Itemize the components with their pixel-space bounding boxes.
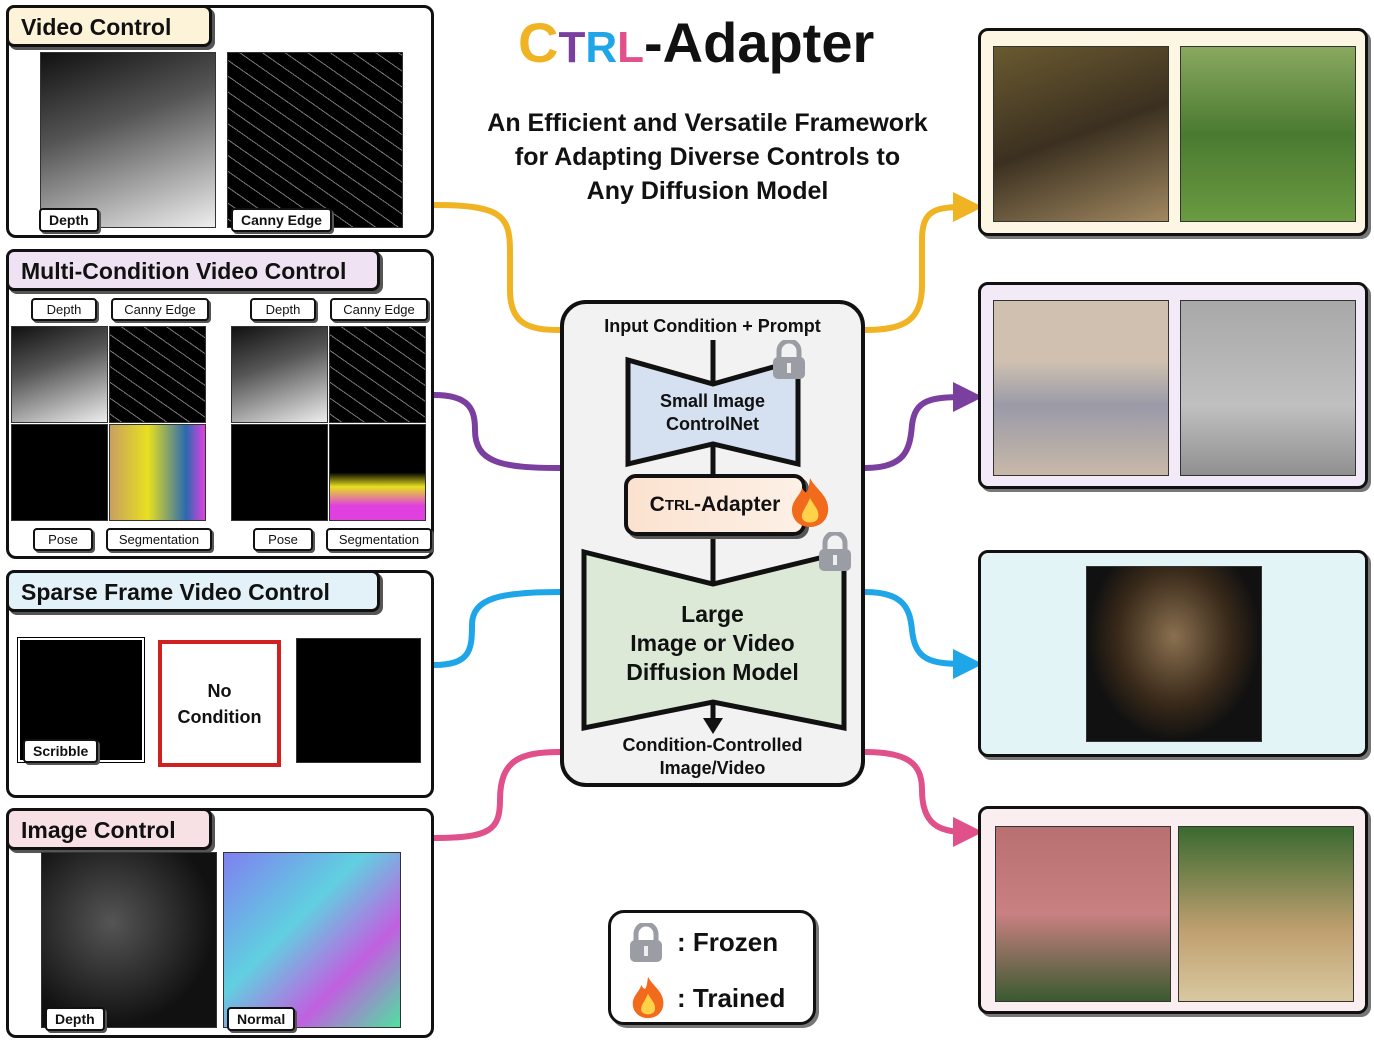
controlnet-label: Small Image ControlNet — [564, 390, 861, 436]
normal-map-image — [223, 852, 401, 1028]
adapter-trl: TRL — [664, 496, 694, 514]
diffusion-text: Large — [681, 601, 744, 627]
legend: : Frozen : Trained — [608, 910, 816, 1025]
panel-header: Multi-Condition Video Control — [6, 249, 380, 291]
canny-edge-image — [227, 52, 403, 228]
pose-image — [11, 424, 108, 521]
image-label: Pose — [33, 528, 93, 551]
blue-connector-out — [864, 589, 983, 679]
panel-header: Image Control — [6, 808, 212, 850]
image-label: Canny Edge — [111, 298, 209, 321]
segmentation-image — [329, 424, 426, 521]
adapter-rest: -Adapter — [694, 493, 781, 516]
title-letter-r: R — [585, 23, 618, 72]
image-label: Normal — [227, 1007, 296, 1031]
output-vader-image — [995, 826, 1171, 1002]
title-rest: -Adapter — [644, 11, 875, 74]
output-panel-video — [978, 28, 1368, 236]
output-car-image — [1180, 46, 1356, 222]
image-label: Canny Edge — [231, 208, 332, 232]
no-condition-text: Condition — [177, 706, 262, 727]
purple-connector-out — [864, 382, 983, 471]
controlnet-text: Small Image — [659, 391, 766, 411]
fire-icon — [632, 976, 664, 1019]
pipeline-shapes — [581, 340, 847, 734]
segmentation-image — [109, 424, 206, 521]
image-label: Segmentation — [326, 528, 432, 551]
adapter-c: C — [649, 493, 665, 516]
diffusion-text: Diffusion Model — [626, 659, 799, 685]
title-letter-l: L — [617, 23, 645, 72]
image-label: Canny Edge — [330, 298, 428, 321]
panel-header: Sparse Frame Video Control — [6, 570, 380, 612]
scribble-image — [296, 638, 421, 763]
output-lego-image — [1178, 826, 1354, 1002]
canny-edge-image — [329, 326, 426, 423]
image-label: Depth — [31, 298, 97, 321]
diffusion-model-shape — [581, 548, 847, 732]
controlnet-text: ControlNet — [666, 414, 759, 434]
canny-edge-image — [109, 326, 206, 423]
subtitle-line: for Adapting Diverse Controls to — [514, 143, 901, 171]
image-label: Depth — [250, 298, 316, 321]
pink-connector-in — [433, 749, 561, 841]
multi-condition-panel: Multi-Condition Video Control Depth Cann… — [6, 249, 434, 559]
diffusion-label: Large Image or Video Diffusion Model — [564, 600, 861, 687]
output-panel-sparse — [978, 550, 1368, 757]
sparse-frame-panel: Sparse Frame Video Control Scribble No C… — [6, 570, 434, 798]
image-label: Pose — [253, 528, 313, 551]
lock-icon — [630, 923, 662, 962]
page-title: CTRL-Adapter — [518, 10, 874, 75]
title-letter-c: C — [518, 11, 559, 74]
blue-connector-in — [433, 589, 561, 668]
no-condition-text: No — [207, 680, 232, 701]
title-letter-t: T — [558, 23, 586, 72]
legend-trained-label: : Trained — [677, 983, 786, 1013]
no-condition-box: No Condition — [158, 640, 281, 767]
pipeline-box: Input Condition + Prompt Small Image Con… — [560, 300, 865, 787]
panel-header: Video Control — [6, 5, 212, 47]
subtitle: An Efficient and Versatile Framework for… — [455, 106, 960, 208]
depth-map-image — [11, 326, 108, 423]
output-tunnel-image — [1086, 566, 1262, 742]
orange-connector-out — [864, 192, 983, 333]
pose-image — [231, 424, 328, 521]
output-text: Condition-Controlled — [622, 735, 803, 755]
output-yoga-image — [1180, 300, 1356, 476]
fire-icon — [792, 478, 829, 527]
depth-map-image — [40, 52, 216, 228]
image-label: Segmentation — [106, 528, 212, 551]
depth-map-image — [231, 326, 328, 423]
legend-frozen-label: : Frozen — [677, 927, 779, 957]
output-beach-image — [993, 300, 1169, 476]
diffusion-text: Image or Video — [630, 630, 795, 656]
output-label: Condition-Controlled Image/Video — [564, 734, 861, 780]
controlnet-shape — [625, 356, 801, 468]
input-label: Input Condition + Prompt — [604, 316, 821, 336]
image-label: Scribble — [23, 739, 99, 763]
image-label: Depth — [39, 208, 99, 232]
image-label: Depth — [45, 1007, 105, 1031]
output-text: Image/Video — [659, 758, 766, 778]
output-panel-multi — [978, 282, 1368, 489]
subtitle-line: An Efficient and Versatile Framework — [487, 109, 928, 137]
purple-connector-in — [433, 392, 561, 471]
output-cat-image — [993, 46, 1169, 222]
video-control-panel: Video Control Depth Canny Edge — [6, 5, 434, 238]
depth-map-image — [41, 852, 217, 1028]
image-control-panel: Image Control Depth Normal — [6, 808, 434, 1038]
subtitle-line: Any Diffusion Model — [586, 177, 829, 205]
orange-connector-in — [433, 202, 561, 333]
lock-icon — [773, 340, 805, 379]
output-panel-image — [978, 806, 1368, 1014]
pink-connector-out — [864, 749, 983, 847]
lock-icon — [819, 532, 851, 571]
